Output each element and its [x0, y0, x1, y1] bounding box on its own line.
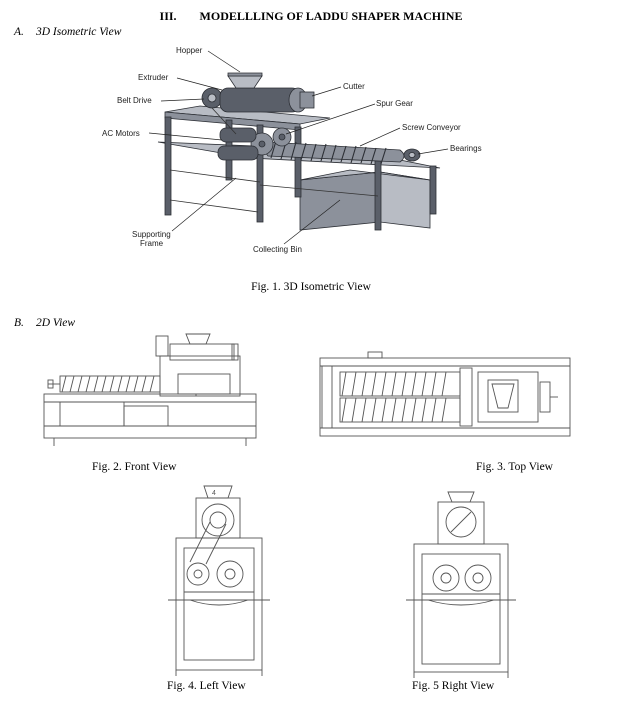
- subsection-b-heading: B. 2D View: [14, 317, 75, 329]
- figure3-caption: Fig. 3. Top View: [476, 461, 553, 473]
- figure5-caption: Fig. 5 Right View: [412, 680, 495, 692]
- label-supporting-frame-line2: Frame: [140, 239, 164, 248]
- subsection-b-title: 2D View: [36, 317, 76, 329]
- label-ac-motors: AC Motors: [102, 129, 140, 138]
- label-spur-gear: Spur Gear: [376, 99, 413, 108]
- label-bearings: Bearings: [450, 144, 482, 153]
- subsection-b-letter: B.: [14, 317, 24, 329]
- subsection-a-heading: A. 3D Isometric View: [14, 26, 121, 38]
- section-title: MODELLLING OF LADDU SHAPER MACHINE: [199, 9, 463, 23]
- section-number: III.: [159, 9, 177, 23]
- label-belt-drive: Belt Drive: [117, 96, 152, 105]
- figure1-caption: Fig. 1. 3D Isometric View: [251, 281, 371, 293]
- figure-isometric-view: Hopper Extruder Cutter Belt Drive Spur G…: [102, 46, 482, 254]
- label-collecting-bin: Collecting Bin: [253, 245, 302, 254]
- label-cutter: Cutter: [343, 82, 365, 91]
- subsection-a-letter: A.: [14, 26, 24, 38]
- svg-text:4: 4: [212, 490, 216, 497]
- section-heading: III. MODELLLING OF LADDU SHAPER MACHINE: [0, 9, 622, 24]
- subsection-a-title: 3D Isometric View: [36, 26, 122, 38]
- label-hopper: Hopper: [176, 46, 203, 55]
- figure4-caption: Fig. 4. Left View: [167, 680, 246, 692]
- label-supporting-frame-line1: Supporting: [132, 230, 171, 239]
- label-extruder: Extruder: [138, 73, 169, 82]
- figure2-caption: Fig. 2. Front View: [92, 461, 177, 473]
- label-screw-conveyor: Screw Conveyor: [402, 123, 461, 132]
